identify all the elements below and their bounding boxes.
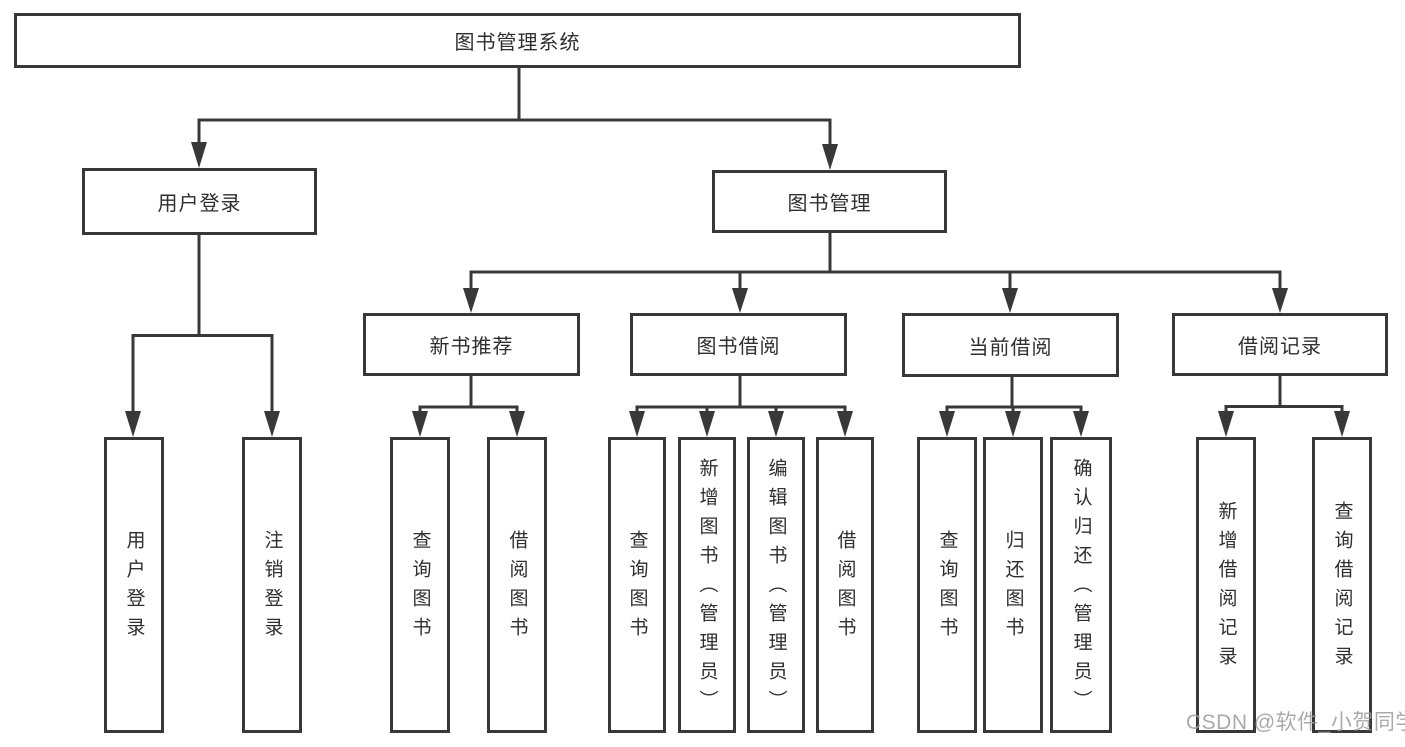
node-leaf-query-books-3: 查询图书 <box>917 437 977 733</box>
node-leaf-user-login: 用户登录 <box>104 437 164 733</box>
node-leaf-query-borrow-record: 查询借阅记录 <box>1312 437 1372 733</box>
node-leaf-return-books: 归还图书 <box>983 437 1043 733</box>
node-leaf-logout: 注销登录 <box>242 437 302 733</box>
node-library-management-system: 图书管理系统 <box>14 13 1021 68</box>
node-book-borrowing: 图书借阅 <box>630 313 847 376</box>
node-current-borrowing: 当前借阅 <box>902 313 1119 377</box>
watermark: CSDN @软件_小贺同学 <box>1186 711 1405 734</box>
node-leaf-add-books-admin: 新增图书（管理员） <box>678 437 736 733</box>
node-borrowing-records: 借阅记录 <box>1172 313 1388 376</box>
node-leaf-borrow-books-2: 借阅图书 <box>816 437 874 733</box>
node-leaf-borrow-books-1: 借阅图书 <box>487 437 547 733</box>
node-leaf-add-borrow-record: 新增借阅记录 <box>1196 437 1256 733</box>
node-user-login-group: 用户登录 <box>82 168 317 235</box>
node-leaf-edit-books-admin: 编辑图书（管理员） <box>747 437 805 733</box>
node-leaf-confirm-return-admin: 确认归还（管理员） <box>1050 437 1112 733</box>
node-leaf-query-books-1: 查询图书 <box>390 437 450 733</box>
node-leaf-query-books-2: 查询图书 <box>608 437 666 733</box>
node-new-book-recommendation: 新书推荐 <box>363 313 580 376</box>
node-book-management: 图书管理 <box>712 170 947 233</box>
